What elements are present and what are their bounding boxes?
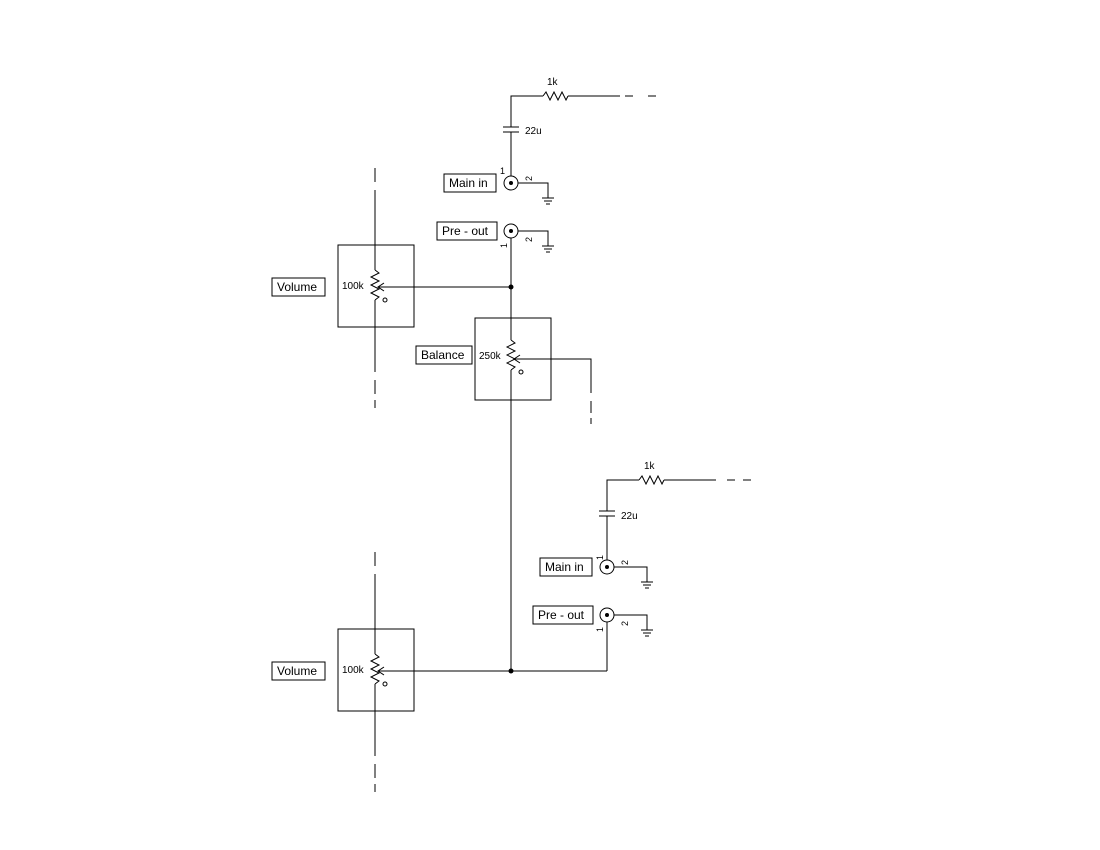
resistor-value-label: 1k [547,77,559,88]
pre-out-jack: 1 2 Pre - out [532,605,653,671]
input-section-top: 1k 22u 1 2 Main in 1 2 [436,77,656,287]
pot-value-label: 100k [342,281,365,292]
pre-out-jack: 1 2 Pre - out [436,221,554,287]
pin-number: 2 [524,237,534,242]
pre-out-label: Pre - out [538,608,585,622]
pot-value-label: 100k [342,665,365,676]
resistor-zigzag [505,339,517,371]
resistor-zigzag [542,90,569,102]
pin-number: 1 [595,627,605,632]
pot-value-label: 250k [479,351,502,362]
resistor-value-label: 1k [644,461,656,472]
balance-label: Balance [421,348,465,362]
capacitor-value-label: 22u [621,511,638,522]
main-in-label: Main in [449,176,488,190]
pre-out-label: Pre - out [442,224,489,238]
volume-label: Volume [277,664,317,678]
volume-label: Volume [277,280,317,294]
resistor-zigzag [369,269,381,301]
resistor-zigzag [369,653,381,685]
input-section-bottom: 1k 22u 1 2 Main in 1 2 Pr [532,461,751,671]
balance-pot: 250k Balance [415,287,592,671]
resistor-zigzag [638,474,665,486]
pin-number: 1 [595,555,605,560]
main-in-label: Main in [545,560,584,574]
pin-number: 2 [524,176,534,181]
pin-number: 2 [620,621,630,626]
main-in-jack: 1 2 Main in [539,555,653,589]
capacitor-value-label: 22u [525,126,542,137]
pin-number: 2 [620,560,630,565]
junction-dot [508,668,514,674]
pin-number: 1 [499,243,509,248]
pin-number: 1 [500,166,505,176]
main-in-jack: 1 2 Main in [443,166,554,205]
volume-pot-top: 100k Volume [271,168,511,408]
volume-pot-bottom: 100k Volume [271,552,607,792]
